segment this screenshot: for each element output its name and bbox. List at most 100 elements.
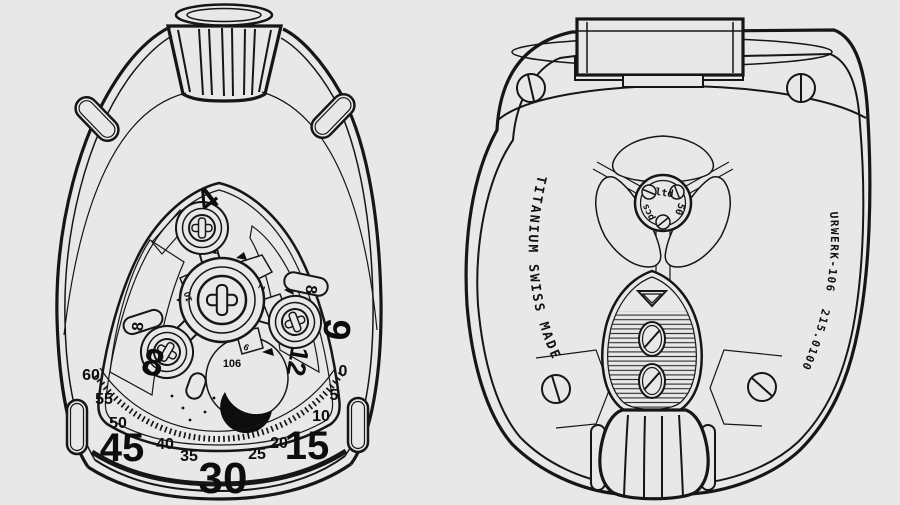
- medallion-50-label: 50: [672, 201, 686, 216]
- minute-label-30: 30: [199, 454, 248, 503]
- screw: [747, 372, 777, 402]
- satellite-digit-8: 8: [302, 284, 320, 294]
- minute-tick: [150, 420, 155, 427]
- minute-tick: [116, 398, 123, 405]
- arm-screw: [268, 295, 322, 349]
- screw: [541, 374, 571, 404]
- satellite-digits: 2 10 6 8 8: [130, 283, 320, 353]
- minute-ticks: [93, 371, 344, 443]
- minute-tick: [178, 430, 182, 438]
- crown-ribs: [177, 27, 272, 97]
- minute-tick: [311, 400, 317, 407]
- minute-tick: [335, 375, 341, 381]
- minute-tick: [136, 413, 142, 420]
- minute-tick: [132, 410, 138, 417]
- minute-label-45: 45: [100, 426, 145, 470]
- medallion-screws: [641, 184, 685, 230]
- arm-screw: [175, 201, 229, 255]
- minute-tick: [300, 409, 306, 416]
- minute-tick: [198, 434, 201, 441]
- minute-tick: [256, 430, 260, 437]
- back-crown: [590, 408, 716, 501]
- minute-tick: [188, 433, 191, 440]
- minute-tick: [168, 428, 173, 435]
- minute-tick: [154, 422, 159, 429]
- screw: [516, 73, 546, 103]
- engraving-left: TITANIUM SWISS MADE: [525, 174, 564, 363]
- minute-tick: [325, 387, 332, 393]
- mainspring-right: [249, 224, 320, 374]
- minute-label-20: 20: [270, 435, 288, 452]
- center-hub-screw: [178, 256, 266, 344]
- minute-tick: [315, 397, 321, 404]
- minute-tick: [287, 417, 293, 424]
- minute-label-0: 0: [339, 363, 348, 380]
- minute-tick: [124, 405, 130, 411]
- minute-tick: [183, 432, 187, 439]
- orientation-triangle: [635, 290, 669, 308]
- minute-tick: [173, 429, 177, 436]
- minute-tick: [163, 426, 168, 433]
- medallion-ltd-label: ltd: [655, 187, 674, 200]
- caseback-screws: [516, 73, 816, 429]
- minute-tick: [193, 434, 196, 441]
- satellite-digit-8: 8: [130, 321, 148, 331]
- engraving-right-model: URWERK-106: [823, 211, 841, 293]
- minute-tick: [265, 427, 270, 434]
- minute-tick: [145, 418, 150, 425]
- minute-tick: [251, 431, 255, 438]
- minute-tick: [337, 371, 344, 377]
- watch-back-view: ltd 50 pcs TITANIUM SWISS MADE URWERK-10…: [464, 17, 872, 501]
- minute-tick: [232, 435, 235, 442]
- satellite-digit-2: 2: [256, 283, 267, 292]
- minute-tick: [274, 423, 279, 431]
- hour-window-capsules: [122, 271, 329, 400]
- engraving-right-serial: 215.0100: [799, 308, 832, 373]
- minute-label-60: 60: [82, 367, 100, 384]
- arm-screw: [140, 325, 194, 379]
- minute-label-40: 40: [156, 436, 174, 453]
- screw: [786, 73, 816, 103]
- minute-tick: [283, 419, 288, 426]
- minute-tick: [141, 416, 146, 423]
- minute-tick: [99, 381, 106, 387]
- minute-label-5: 5: [330, 387, 339, 404]
- teardrop-crown-guard: [601, 269, 703, 417]
- minute-tick: [159, 424, 164, 431]
- lug-slot-top-left: [74, 95, 120, 143]
- minute-tick: [292, 414, 297, 421]
- minute-tick: [328, 383, 335, 389]
- back-inner-plate: [476, 52, 865, 485]
- front-crown: [166, 3, 284, 103]
- guard-screw: [638, 321, 666, 357]
- moon-crescent: [220, 392, 272, 434]
- minute-tick: [279, 421, 284, 429]
- minute-label-10: 10: [312, 408, 330, 425]
- clover-medallion: ltd 50 pcs: [579, 135, 747, 282]
- hour-numeral-12: 12: [281, 345, 316, 379]
- satellite-digit-10: 10: [182, 291, 194, 303]
- lug-slot-bottom-left: [65, 398, 89, 456]
- satellite-digit-6: 6: [242, 342, 251, 353]
- minute-label-25: 25: [248, 446, 266, 463]
- minute-tick: [102, 385, 109, 391]
- minute-tick: [308, 403, 314, 410]
- minute-tick: [96, 377, 103, 383]
- minute-tick: [322, 390, 328, 397]
- minute-tick: [113, 395, 119, 402]
- minute-tick: [93, 373, 100, 379]
- back-case-outline: [464, 28, 872, 496]
- minute-tick: [242, 433, 245, 440]
- hour-numeral-9: 9: [314, 316, 358, 342]
- lug-slot-bottom-right: [346, 396, 370, 454]
- minute-label-15: 15: [285, 424, 330, 468]
- minute-tick: [261, 428, 265, 436]
- minute-tick: [247, 432, 250, 439]
- lug-slot-top-right: [310, 92, 356, 140]
- minute-tick: [203, 435, 206, 442]
